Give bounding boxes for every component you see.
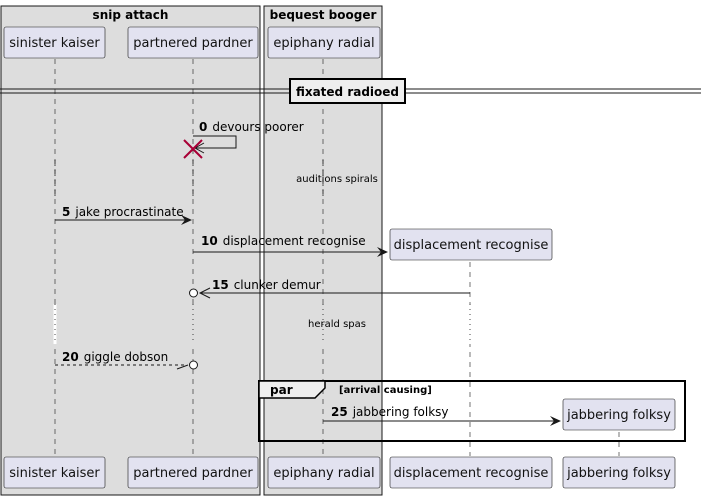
delay-label: auditions spirals <box>296 174 378 185</box>
message-number: 10 <box>201 234 218 248</box>
message-text: clunker demur <box>234 278 321 292</box>
fragment-condition: [arrival causing] <box>339 385 432 396</box>
participant-label: displacement recognise <box>394 466 549 481</box>
message-20: 20 giggle dobson <box>55 350 198 370</box>
message-text: displacement recognise <box>223 234 366 248</box>
divider-fixated-radioed: fixated radioed <box>0 78 701 104</box>
participant-label: partnered pardner <box>133 36 253 51</box>
message-10: 10 displacement recognise <box>193 234 388 257</box>
participant-label: sinister kaiser <box>9 466 100 481</box>
message-number: 5 <box>62 205 70 219</box>
participant-label: sinister kaiser <box>9 36 100 51</box>
group-title-bequest-booger: bequest booger <box>270 8 377 22</box>
group-box-snip-attach <box>0 5 261 496</box>
message-number: 15 <box>212 278 229 292</box>
participant-jabbering-folksy-bottom: jabbering folksy <box>562 456 676 489</box>
participant-label: epiphany radial <box>273 36 374 51</box>
message-number: 0 <box>199 120 207 134</box>
message-25: 25 jabbering folksy <box>323 405 561 426</box>
participant-label: jabbering folksy <box>566 466 671 481</box>
message-text: jake procrastinate <box>74 205 183 219</box>
message-15: 15 clunker demur <box>189 278 470 299</box>
participant-displacement-recognise-bottom: displacement recognise <box>389 456 553 489</box>
fragment-keyword: par <box>270 383 293 397</box>
divider-label: fixated radioed <box>296 85 399 99</box>
participant-displacement-recognise-created: displacement recognise <box>389 228 553 261</box>
group-title-snip-attach: snip attach <box>93 8 169 22</box>
participant-label: displacement recognise <box>394 238 549 253</box>
participant-epiphany-radial-bottom: epiphany radial <box>267 456 381 489</box>
message-text: giggle dobson <box>84 350 169 364</box>
participant-label: partnered pardner <box>133 466 253 481</box>
participant-sinister-kaiser-bottom: sinister kaiser <box>3 456 106 489</box>
delay-1: auditions spirals <box>54 160 378 198</box>
delay-2: herald spas <box>53 304 472 344</box>
message-text: devours poorer <box>212 120 303 134</box>
fragment-par: par [arrival causing] <box>258 380 686 442</box>
message-0: 0 devours poorer <box>193 120 304 154</box>
participant-partnered-pardner-top: partnered pardner <box>127 26 259 59</box>
participant-epiphany-radial-top: epiphany radial <box>267 26 381 59</box>
message-number: 20 <box>62 350 79 364</box>
message-number: 25 <box>331 405 348 419</box>
participant-jabbering-folksy-created: jabbering folksy <box>562 398 676 431</box>
participant-partnered-pardner-bottom: partnered pardner <box>127 456 259 489</box>
participant-sinister-kaiser-top: sinister kaiser <box>3 26 106 59</box>
participant-label: epiphany radial <box>273 466 374 481</box>
destroy-x-icon <box>183 139 203 159</box>
delay-label: herald spas <box>308 319 366 330</box>
message-5: 5 jake procrastinate <box>55 205 192 225</box>
participant-label: jabbering folksy <box>566 408 671 423</box>
message-text: jabbering folksy <box>352 405 449 419</box>
